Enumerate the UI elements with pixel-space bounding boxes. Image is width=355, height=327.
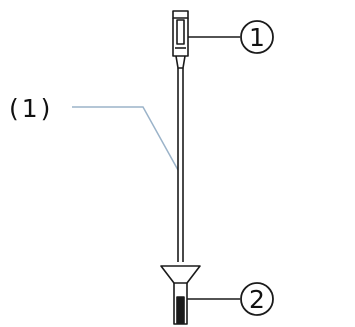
callout-1-circle bbox=[240, 20, 274, 54]
callout-2-circle bbox=[240, 282, 274, 316]
top-connector bbox=[172, 10, 189, 69]
bottom-connector bbox=[160, 265, 201, 325]
callout-1-number: 1 bbox=[249, 23, 265, 52]
part-label: (1) bbox=[9, 94, 53, 123]
cable-body bbox=[177, 68, 184, 262]
callout-2-number: 2 bbox=[249, 285, 265, 314]
part-leader-line bbox=[72, 106, 179, 171]
